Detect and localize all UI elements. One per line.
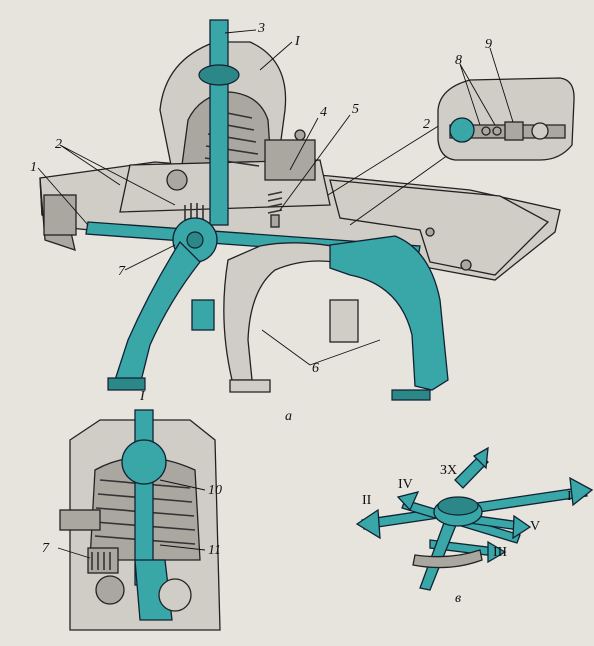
panel-v-shift-pattern bbox=[355, 446, 594, 591]
leader-5 bbox=[279, 114, 351, 211]
label-6: 6 bbox=[312, 361, 319, 376]
stick-boot bbox=[412, 549, 483, 569]
label-3: 3 bbox=[257, 21, 265, 36]
detent-spring-4 bbox=[267, 191, 283, 214]
section-lock-spring bbox=[91, 552, 111, 570]
shift-stick bbox=[419, 519, 459, 591]
fork-lug bbox=[191, 299, 215, 331]
inset-ball-right bbox=[531, 122, 549, 140]
panel-a-assembly bbox=[37, 19, 575, 401]
bolt-mid bbox=[425, 227, 435, 237]
label-7-lower: 7 bbox=[42, 541, 50, 556]
arrowhead-III bbox=[487, 540, 507, 564]
leader-11 bbox=[159, 544, 206, 551]
label-9: 9 bbox=[485, 37, 492, 52]
label-I-top: I bbox=[294, 34, 301, 49]
leader-8 bbox=[459, 63, 496, 126]
flange-bolt bbox=[294, 129, 306, 141]
lock-plug bbox=[166, 169, 188, 191]
fork-foot-left bbox=[107, 377, 146, 391]
arrowhead-V bbox=[512, 514, 532, 540]
inset-zoom-lines bbox=[327, 124, 456, 226]
shift-fork-left bbox=[114, 240, 201, 386]
detent-block bbox=[264, 139, 316, 181]
detent-pin bbox=[270, 214, 280, 228]
gear-label-II: II bbox=[362, 493, 372, 508]
label-1: 1 bbox=[30, 160, 37, 175]
leader-7 bbox=[124, 244, 176, 271]
label-8: 8 bbox=[455, 53, 462, 68]
panel-label-a: а bbox=[285, 409, 292, 424]
section-side-bolt bbox=[59, 509, 101, 531]
shift-fork-right bbox=[329, 235, 449, 391]
section-gear-right bbox=[158, 578, 192, 612]
inset-lock bbox=[504, 121, 524, 141]
arrowhead-ZX bbox=[472, 446, 489, 470]
arrowhead-II bbox=[355, 508, 381, 540]
label-2-inset: 2 bbox=[423, 117, 430, 132]
inset-pin-1 bbox=[481, 126, 491, 136]
section-gear bbox=[95, 575, 125, 605]
fork-foot-right bbox=[391, 389, 431, 401]
gear-label-IV: IV bbox=[398, 477, 413, 492]
leader-6 bbox=[261, 329, 381, 366]
inset-ball bbox=[449, 117, 475, 143]
inset-pin-2 bbox=[492, 126, 502, 136]
bolt-right bbox=[460, 259, 472, 271]
section-ball bbox=[121, 439, 167, 485]
section-lock-block bbox=[87, 547, 119, 574]
housing-spring bbox=[204, 109, 260, 167]
leader-4 bbox=[289, 117, 319, 171]
selector-hub bbox=[186, 231, 204, 249]
panel-b-section bbox=[57, 409, 221, 631]
label-11: 11 bbox=[208, 543, 221, 558]
arrow-ZX bbox=[454, 454, 489, 489]
label-10: 10 bbox=[208, 483, 222, 498]
leader-9 bbox=[489, 47, 514, 123]
label-I-lower: I bbox=[139, 389, 146, 404]
lock-spring bbox=[184, 203, 204, 222]
fork-lug-right bbox=[329, 299, 359, 343]
shift-knob-top bbox=[437, 496, 479, 516]
label-7: 7 bbox=[118, 264, 126, 279]
leader-7-lower bbox=[57, 547, 91, 559]
leader-1 bbox=[37, 167, 89, 226]
lever-ball bbox=[198, 64, 240, 86]
label-5: 5 bbox=[352, 102, 359, 117]
section-lever bbox=[134, 409, 154, 586]
label-4: 4 bbox=[320, 105, 327, 120]
leader-I bbox=[259, 41, 293, 71]
cover-block-left bbox=[43, 194, 77, 236]
arrowhead-IV bbox=[396, 491, 420, 512]
panel-label-v: в bbox=[455, 591, 461, 606]
leader-10 bbox=[159, 479, 206, 491]
leader-3 bbox=[224, 29, 257, 34]
fork-foot-middle bbox=[229, 379, 271, 393]
gear-lever bbox=[209, 19, 229, 226]
label-2: 2 bbox=[55, 137, 62, 152]
gear-label-I: I bbox=[567, 489, 572, 504]
leader-2 bbox=[59, 144, 176, 206]
gear-label-III: III bbox=[493, 545, 507, 560]
gear-label-reverse: ЗХ bbox=[440, 463, 457, 478]
arrowhead-I bbox=[569, 476, 594, 507]
gear-label-V: V bbox=[530, 519, 540, 534]
shift-fork-middle bbox=[223, 242, 353, 381]
